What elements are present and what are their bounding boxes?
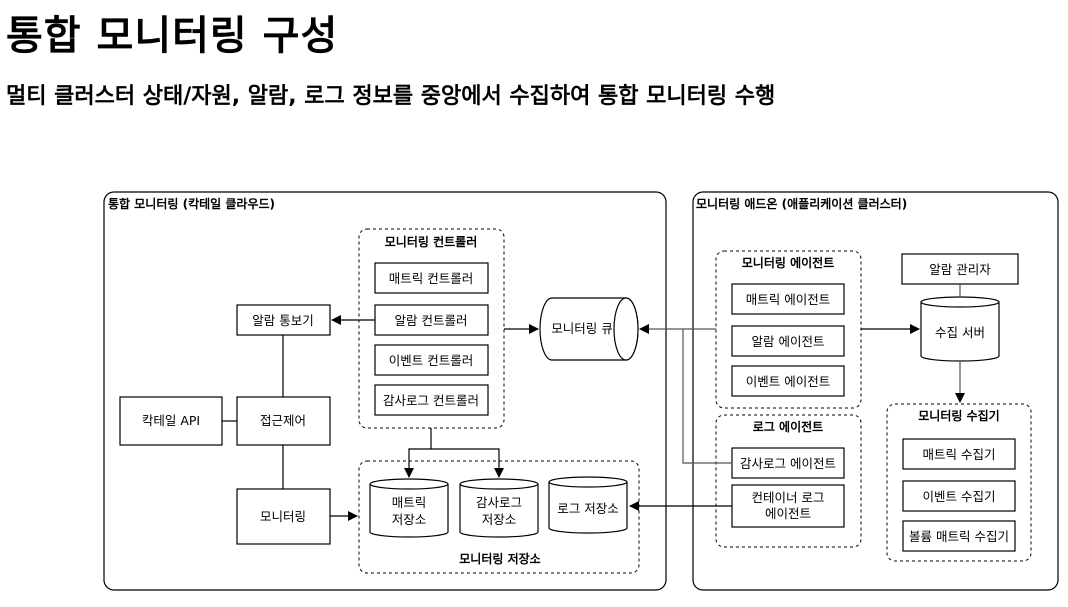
left-panel: 통합 모니터링 (칵테일 클라우드) — [103, 191, 667, 591]
alarm-manager-label: 알람 관리자 — [929, 262, 991, 277]
page-subtitle: 멀티 클러스터 상태/자원, 알람, 로그 정보를 중앙에서 수집하여 통합 모… — [6, 84, 776, 109]
alarm-controller-label: 알람 컨트롤러 — [395, 313, 468, 328]
cocktail-api-box[interactable] — [119, 396, 223, 446]
metric-storage-label-2: 저장소 — [392, 512, 427, 527]
event-collector-label: 이벤트 수집기 — [923, 489, 996, 504]
container-log-agent-label-2: 에이전트 — [765, 506, 811, 521]
log-storage-top — [548, 476, 628, 488]
right-panel: 모니터링 애드온 (애플리케이션 클러스터) — [692, 191, 1059, 591]
alarm-agent-box[interactable] — [731, 325, 845, 357]
left-panel-title: 통합 모니터링 (칵테일 클라우드) — [108, 196, 275, 211]
volume-metric-collector-label: 볼륨 매트릭 수집기 — [909, 529, 1009, 544]
alarm-notifier-label: 알람 통보기 — [252, 313, 313, 328]
collectors-group-frame — [886, 403, 1032, 562]
connector-controllers-to-metric-storage — [404, 428, 432, 478]
metric-storage[interactable]: 매트릭 저장소 — [369, 478, 449, 538]
agents-group-title: 모니터링 에이전트 — [742, 255, 835, 270]
metric-controller-box[interactable] — [374, 262, 489, 294]
agents-group: 모니터링 에이전트 매트릭 에이전트 알람 에이전트 이벤트 에이전트 — [715, 250, 862, 409]
log-agents-group-title: 로그 에이전트 — [753, 419, 823, 434]
metric-storage-top — [369, 478, 449, 490]
event-agent-box[interactable] — [731, 365, 845, 397]
controllers-group-title: 모니터링 컨트롤러 — [385, 234, 478, 249]
metric-controller-label: 매트릭 컨트롤러 — [389, 271, 473, 286]
page-title: 통합 모니터링 구성 — [6, 13, 339, 59]
audit-storage-label-2: 저장소 — [482, 512, 517, 527]
audit-controller-box[interactable] — [374, 384, 489, 416]
audit-storage-label-1: 감사로그 — [476, 495, 522, 510]
access-control-label: 접근제어 — [260, 413, 306, 428]
alarm-agent-label: 알람 에이전트 — [752, 334, 825, 349]
audit-storage-body — [459, 484, 539, 538]
controllers-group: 모니터링 컨트롤러 매트릭 컨트롤러 알람 컨트롤러 이벤트 컨트롤러 감사로그… — [358, 228, 505, 429]
metric-agent-box[interactable] — [731, 283, 845, 315]
log-agents-group-frame — [715, 414, 862, 548]
monitoring-queue[interactable]: 모니터링 큐 — [539, 297, 639, 361]
queue-end — [613, 297, 639, 361]
alarm-manager-box[interactable] — [901, 253, 1019, 285]
collector-server-top — [920, 296, 1000, 308]
audit-storage[interactable]: 감사로그 저장소 — [459, 478, 539, 538]
metric-collector-label: 매트릭 수집기 — [923, 447, 996, 462]
metric-storage-body — [369, 484, 449, 538]
log-agents-group: 로그 에이전트 감사로그 에이전트 컨테이너 로그 에이전트 — [715, 414, 862, 548]
metric-agent-label: 매트릭 에이전트 — [746, 292, 830, 307]
log-storage-body — [548, 482, 628, 534]
connectors — [222, 284, 965, 521]
event-controller-box[interactable] — [374, 344, 489, 376]
monitoring-box[interactable] — [236, 488, 331, 545]
audit-storage-top — [459, 478, 539, 490]
storage-group-title: 모니터링 저장소 — [459, 551, 540, 566]
audit-controller-label: 감사로그 컨트롤러 — [383, 393, 479, 408]
event-controller-label: 이벤트 컨트롤러 — [389, 353, 473, 368]
right-panel-frame — [692, 191, 1059, 591]
audit-log-agent-box[interactable] — [731, 447, 845, 479]
collectors-group: 모니터링 수집기 매트릭 수집기 이벤트 수집기 볼륨 매트릭 수집기 — [886, 403, 1032, 562]
event-agent-label: 이벤트 에이전트 — [746, 374, 830, 389]
monitoring-label: 모니터링 — [260, 509, 306, 524]
connector-audit-agent-to-queue — [682, 329, 732, 464]
collector-server-label: 수집 서버 — [935, 325, 985, 340]
storage-group: 모니터링 저장소 매트릭 저장소 감사로그 저장소 로그 저장소 — [358, 460, 640, 574]
collectors-group-title: 모니터링 수집기 — [918, 408, 999, 423]
cocktail-api-label: 칵테일 API — [142, 413, 200, 428]
event-collector-box[interactable] — [902, 480, 1016, 512]
log-storage-label: 로그 저장소 — [557, 501, 618, 516]
metric-storage-label-1: 매트릭 — [392, 495, 427, 510]
left-panel-frame — [103, 191, 667, 591]
connector-controllers-to-audit-storage — [431, 448, 504, 478]
log-storage[interactable]: 로그 저장소 — [548, 476, 628, 534]
right-panel-title: 모니터링 애드온 (애플리케이션 클러스터) — [696, 196, 907, 211]
monitoring-queue-label: 모니터링 큐 — [551, 321, 612, 336]
audit-log-agent-label: 감사로그 에이전트 — [740, 456, 836, 471]
volume-metric-collector-box[interactable] — [902, 520, 1016, 552]
container-log-agent-box[interactable] — [731, 484, 845, 528]
collector-server[interactable]: 수집 서버 — [920, 296, 1000, 362]
container-log-agent-label-1: 컨테이너 로그 — [752, 490, 825, 505]
metric-collector-box[interactable] — [902, 438, 1016, 470]
